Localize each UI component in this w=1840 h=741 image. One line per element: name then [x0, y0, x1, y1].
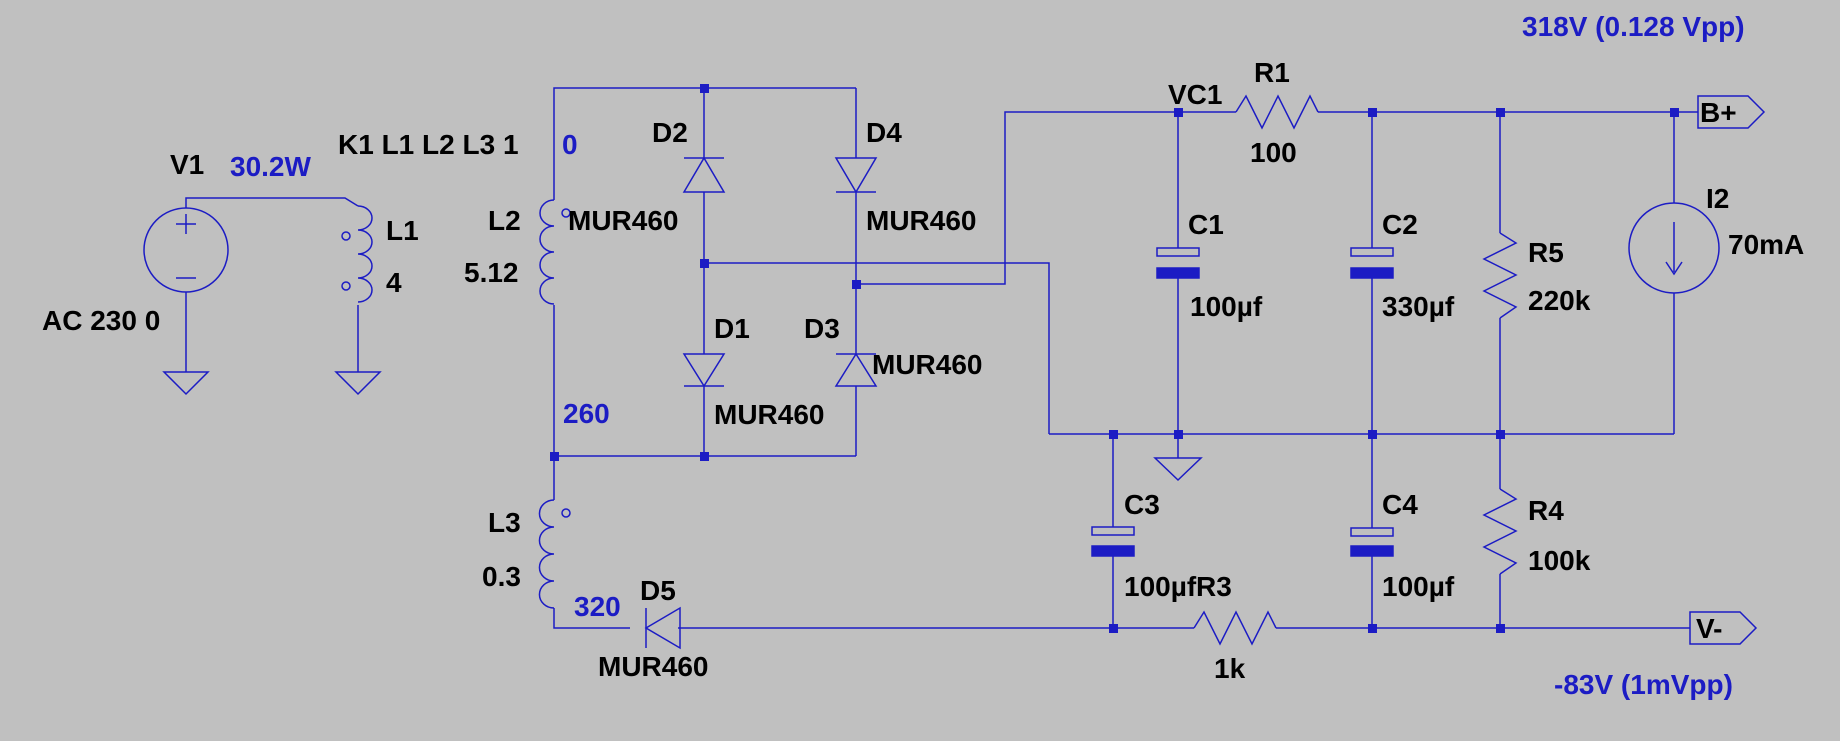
v-minus-port	[1689, 611, 1758, 645]
node-260-annotation: 260	[563, 398, 610, 429]
wires	[185, 87, 1698, 629]
c2-value: 330µf	[1382, 291, 1455, 322]
c3-name: C3	[1124, 489, 1160, 520]
d2-diode	[682, 156, 726, 193]
d1-name: D1	[714, 313, 750, 344]
l3-inductor	[538, 499, 571, 609]
c1-value: 100µf	[1190, 291, 1263, 322]
r4-resistor	[1482, 488, 1518, 575]
r3-name: R3	[1196, 571, 1232, 602]
v-minus-label: V-	[1696, 613, 1722, 644]
r1-resistor	[1235, 94, 1319, 130]
c2-capacitor	[1350, 247, 1394, 279]
b-plus-port	[1697, 95, 1766, 129]
k-value-annotation: 0	[562, 129, 578, 160]
i2-name: I2	[1706, 183, 1729, 214]
b-plus-label: B+	[1700, 97, 1737, 128]
v1-voltage-source	[143, 207, 229, 293]
d4-value: MUR460	[866, 205, 976, 236]
d2-name: D2	[652, 117, 688, 148]
r3-resistor	[1193, 610, 1277, 646]
labels: 318V (0.128 Vpp) -83V (1mVpp) 30.2W 0 26…	[42, 11, 1804, 700]
v-minus-voltage-annotation: -83V (1mVpp)	[1554, 669, 1733, 700]
b-plus-voltage-annotation: 318V (0.128 Vpp)	[1522, 11, 1745, 42]
c2-name: C2	[1382, 209, 1418, 240]
l3-name: L3	[488, 507, 521, 538]
c3-value: 100µf	[1124, 571, 1197, 602]
d2-value: MUR460	[568, 205, 678, 236]
v1-power-annotation: 30.2W	[230, 151, 311, 182]
c3-capacitor	[1091, 526, 1135, 557]
c4-capacitor	[1350, 527, 1394, 557]
d4-diode	[834, 157, 878, 194]
d4-name: D4	[866, 117, 902, 148]
l1-name: L1	[386, 215, 419, 246]
r5-resistor	[1482, 232, 1518, 319]
r1-name: R1	[1254, 57, 1290, 88]
ground-symbols	[162, 371, 1203, 482]
d5-diode	[644, 606, 681, 650]
node-320-annotation: 320	[574, 591, 621, 622]
d3-name: D3	[804, 313, 840, 344]
c4-value: 100µf	[1382, 571, 1455, 602]
r4-value: 100k	[1528, 545, 1591, 576]
coupling-directive: K1 L1 L2 L3 1	[338, 129, 519, 160]
v1-value: AC 230 0	[42, 305, 160, 336]
d5-value: MUR460	[598, 651, 708, 682]
vc1-net-label: VC1	[1168, 79, 1222, 110]
d1-value: MUR460	[714, 399, 824, 430]
d3-diode	[834, 352, 878, 387]
v1-name: V1	[170, 149, 204, 180]
junction-dots	[550, 84, 1679, 633]
l2-name: L2	[488, 205, 521, 236]
c1-name: C1	[1188, 209, 1224, 240]
l2-value: 5.12	[464, 257, 519, 288]
d3-value: MUR460	[872, 349, 982, 380]
l1-inductor	[341, 205, 373, 303]
l2-inductor	[539, 199, 571, 305]
r4-name: R4	[1528, 495, 1564, 526]
r1-value: 100	[1250, 137, 1297, 168]
i2-current-source	[1628, 202, 1720, 294]
c1-capacitor	[1156, 247, 1200, 279]
c4-name: C4	[1382, 489, 1418, 520]
l1-value: 4	[386, 267, 402, 298]
r5-value: 220k	[1528, 285, 1591, 316]
d1-diode	[682, 353, 726, 388]
r3-value: 1k	[1214, 653, 1246, 684]
r5-name: R5	[1528, 237, 1564, 268]
d5-name: D5	[640, 575, 676, 606]
l3-value: 0.3	[482, 561, 521, 592]
i2-value: 70mA	[1728, 229, 1804, 260]
